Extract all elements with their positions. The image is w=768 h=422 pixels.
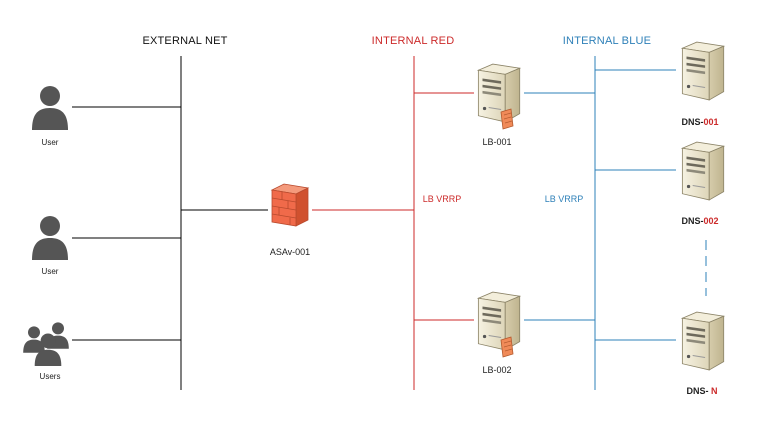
load-balancer-badge-icon: [500, 108, 514, 130]
dns-002-label: DNS-002: [681, 216, 719, 226]
firewall-icon: [271, 183, 309, 227]
red-vrrp-label: LB VRRP: [422, 194, 462, 204]
dns-n-label: DNS- N: [686, 386, 718, 396]
server-icon: [477, 291, 521, 351]
user-icon: [32, 86, 68, 130]
lb-002-label: LB-002: [482, 365, 512, 375]
user-1-label: User: [41, 138, 59, 147]
external-net-links: [72, 56, 268, 390]
server-icon: [681, 41, 725, 101]
lb-001-label: LB-001: [482, 137, 512, 147]
lb-001-server: [477, 63, 521, 130]
external-net-label: EXTERNAL NET: [142, 35, 228, 47]
lb-002-server: [477, 291, 521, 358]
user-group-icon: [23, 322, 69, 366]
server-icon: [477, 63, 521, 123]
users-group-label: Users: [39, 372, 61, 381]
internal-blue-label: INTERNAL BLUE: [562, 35, 652, 47]
dns-001-label: DNS-001: [681, 117, 719, 127]
load-balancer-badge-icon: [500, 336, 514, 358]
blue-vrrp-label: LB VRRP: [544, 194, 584, 204]
server-icon: [681, 141, 725, 201]
internal-blue-links: [524, 56, 707, 390]
firewall-label: ASAv-001: [269, 247, 311, 257]
server-icon: [681, 311, 725, 371]
user-2-label: User: [41, 267, 59, 276]
internal-red-links: [312, 56, 474, 390]
user-icon: [32, 216, 68, 260]
internal-red-label: INTERNAL RED: [371, 35, 455, 47]
